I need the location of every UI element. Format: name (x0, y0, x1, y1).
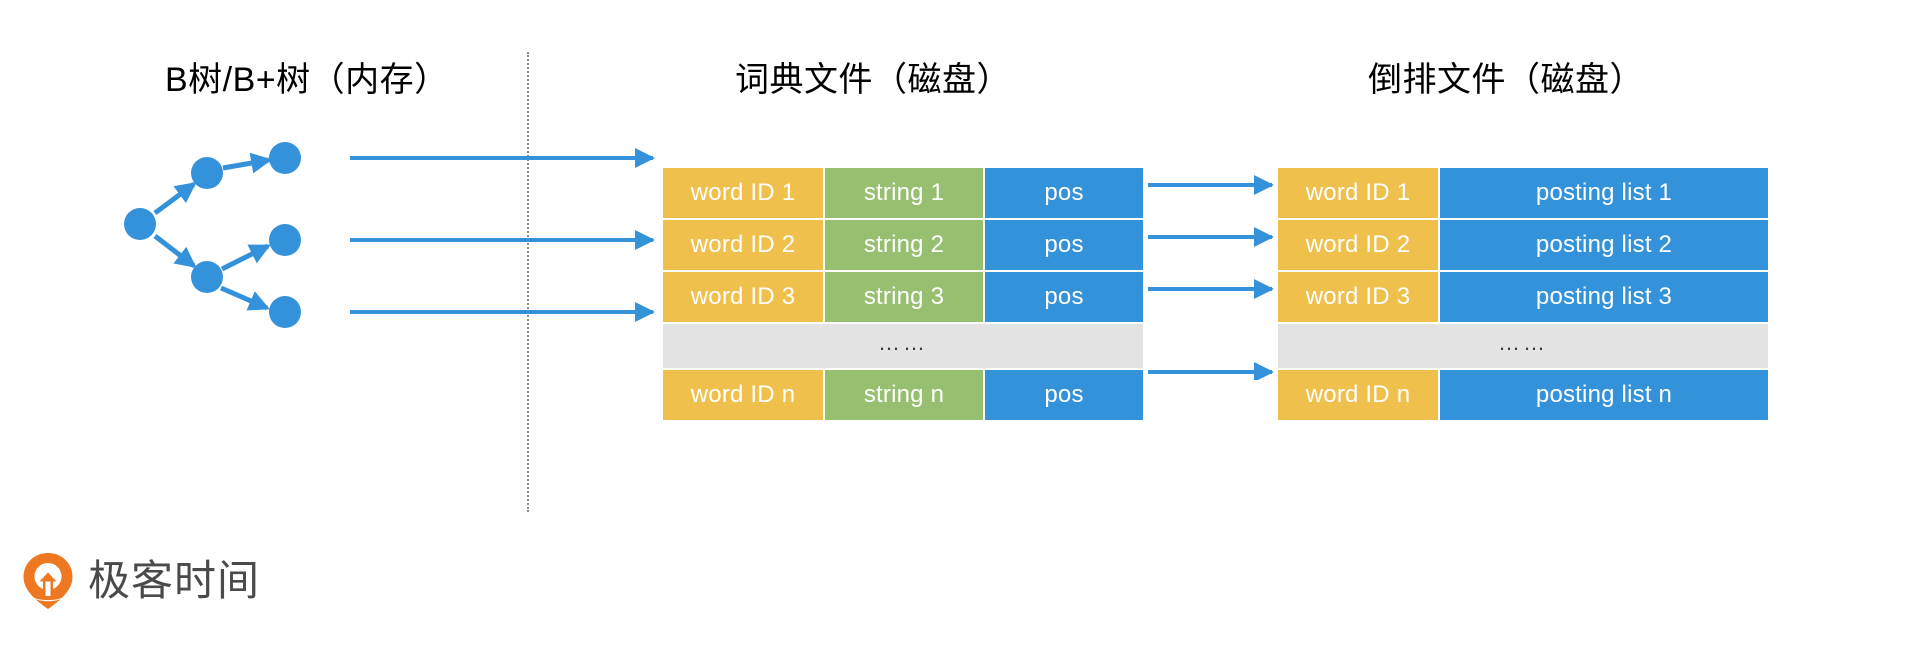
btree-edge-root-to-internal-lower (153, 234, 197, 268)
dict-pos-cell: pos (985, 168, 1143, 218)
inv-posting-list-cell: posting list n (1440, 370, 1768, 420)
table-row-ellipsis: …… (1278, 324, 1768, 368)
inv-posting-list-cell: posting list 1 (1440, 168, 1768, 218)
inv-ellipsis-cell: …… (1278, 324, 1768, 368)
column-title-tree: B树/B+树（内存） (165, 61, 449, 99)
column-title-dictionary: 词典文件（磁盘） (735, 61, 1011, 99)
dict-string-cell: string 2 (825, 220, 983, 270)
inv-word-id-cell: word ID 2 (1278, 220, 1438, 270)
dict-pos-cell: pos (985, 272, 1143, 322)
btree-edge-internal-lower-to-leaf-3 (220, 285, 270, 311)
btree-node-leaf-2 (269, 224, 301, 256)
btree-node-leaf-3 (269, 296, 301, 328)
dict-word-id-cell: word ID 1 (663, 168, 823, 218)
dict-word-id-cell: word ID 2 (663, 220, 823, 270)
table-row: word ID n string n pos (663, 370, 1143, 420)
table-row: word ID 3 posting list 3 (1278, 272, 1768, 322)
btree-node-leaf-1 (269, 142, 301, 174)
geektime-logo: 极客时间 (22, 552, 260, 610)
btree-nodes (124, 142, 301, 328)
table-row-ellipsis: …… (663, 324, 1143, 368)
dict-word-id-cell: word ID n (663, 370, 823, 420)
btree-edge-internal-lower-to-leaf-2 (220, 243, 271, 272)
inv-word-id-cell: word ID 3 (1278, 272, 1438, 322)
dict-ellipsis-cell: …… (663, 324, 1143, 368)
table-row: word ID 2 posting list 2 (1278, 220, 1768, 270)
inverted-file-table: word ID 1 posting list 1 word ID 2 posti… (1278, 168, 1768, 420)
dict-word-id-cell: word ID 3 (663, 272, 823, 322)
btree-edge-internal-upper-to-leaf-1 (222, 152, 273, 174)
table-row: word ID 1 string 1 pos (663, 168, 1143, 218)
inv-posting-list-cell: posting list 3 (1440, 272, 1768, 322)
btree-node-internal-upper (191, 157, 223, 189)
inv-posting-list-cell: posting list 2 (1440, 220, 1768, 270)
dict-pos-cell: pos (985, 220, 1143, 270)
inv-word-id-cell: word ID n (1278, 370, 1438, 420)
btree-edge-root-to-internal-upper (153, 181, 197, 216)
table-row: word ID 3 string 3 pos (663, 272, 1143, 322)
geektime-logo-text: 极客时间 (88, 557, 261, 604)
dict-string-cell: string n (825, 370, 983, 420)
dict-pos-cell: pos (985, 370, 1143, 420)
table-row: word ID 1 posting list 1 (1278, 168, 1768, 218)
btree-node-root (124, 208, 156, 240)
btree-node-internal-lower (191, 261, 223, 293)
inv-word-id-cell: word ID 1 (1278, 168, 1438, 218)
table-row: word ID 2 string 2 pos (663, 220, 1143, 270)
dict-string-cell: string 1 (825, 168, 983, 218)
memory-disk-divider (527, 52, 529, 512)
dictionary-table: word ID 1 string 1 pos word ID 2 string … (663, 168, 1143, 420)
btree-graphic (124, 142, 301, 328)
table-row: word ID n posting list n (1278, 370, 1768, 420)
geektime-pin-icon (23, 553, 73, 609)
btree-edges (153, 152, 273, 311)
dict-string-cell: string 3 (825, 272, 983, 322)
column-title-inverted: 倒排文件（磁盘） (1368, 61, 1644, 99)
